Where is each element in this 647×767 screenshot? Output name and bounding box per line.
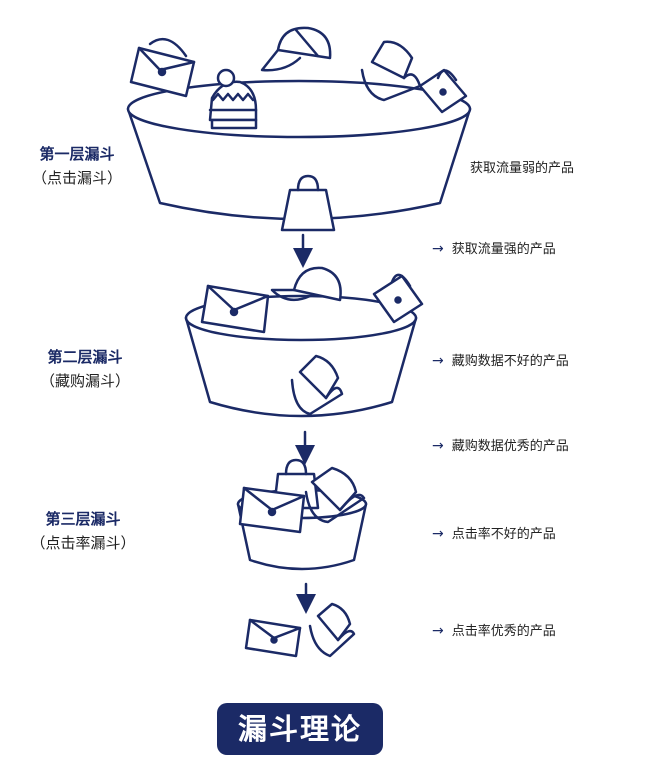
handbag-icon-2 bbox=[418, 68, 468, 114]
cap-icon bbox=[260, 26, 332, 72]
note-4-text: 藏购数据优秀的产品 bbox=[451, 439, 569, 454]
note-5: → 点击率不好的产品 bbox=[432, 523, 556, 542]
note-1: 获取流量弱的产品 bbox=[470, 157, 574, 176]
layer-2-name: 第二层漏斗 bbox=[47, 348, 123, 366]
layer-2-sub: （藏购漏斗） bbox=[39, 372, 130, 390]
handbag-icon-5 bbox=[238, 486, 306, 534]
shopping-bag-icon bbox=[280, 174, 336, 232]
note-1-text: 获取流量弱的产品 bbox=[470, 161, 575, 176]
layer-label-3: 第三层漏斗 （点击率漏斗） bbox=[28, 507, 138, 555]
arrow-right-icon: → bbox=[432, 353, 444, 369]
layer-1-name: 第一层漏斗 bbox=[39, 145, 115, 163]
bucket-hat-icon bbox=[360, 40, 422, 102]
funnel-layer-2 bbox=[184, 294, 418, 418]
layer-label-1: 第一层漏斗 （点击漏斗） bbox=[22, 142, 132, 190]
note-2: → 获取流量强的产品 bbox=[432, 238, 556, 257]
note-3-text: 藏购数据不好的产品 bbox=[451, 354, 569, 369]
beanie-icon bbox=[208, 68, 258, 130]
cap-icon-2 bbox=[270, 266, 342, 302]
layer-1-sub: （点击漏斗） bbox=[31, 169, 122, 187]
note-6: → 点击率优秀的产品 bbox=[432, 620, 556, 639]
bucket-hat-icon-4 bbox=[308, 602, 356, 658]
bucket-hat-icon-3 bbox=[304, 466, 366, 524]
note-6-text: 点击率优秀的产品 bbox=[451, 624, 556, 639]
arrow-right-icon: → bbox=[432, 438, 444, 454]
handbag-icon-3 bbox=[200, 284, 270, 334]
layer-3-name: 第三层漏斗 bbox=[45, 510, 121, 528]
bucket-hat-icon-2 bbox=[290, 354, 344, 416]
handbag-icon-4 bbox=[372, 273, 424, 324]
layer-label-2: 第二层漏斗 （藏购漏斗） bbox=[30, 345, 140, 393]
title-badge: 漏斗理论 bbox=[217, 703, 383, 755]
arrow-right-icon: → bbox=[432, 623, 444, 639]
note-2-text: 获取流量强的产品 bbox=[451, 242, 556, 257]
arrow-right-icon: → bbox=[432, 241, 444, 257]
note-3: → 藏购数据不好的产品 bbox=[432, 350, 569, 369]
arrow-right-icon: → bbox=[432, 526, 444, 542]
layer-3-sub: （点击率漏斗） bbox=[30, 534, 136, 552]
note-4: → 藏购数据优秀的产品 bbox=[432, 435, 569, 454]
note-5-text: 点击率不好的产品 bbox=[451, 527, 556, 542]
handbag-icon bbox=[129, 37, 196, 98]
handbag-icon-6 bbox=[244, 618, 302, 658]
